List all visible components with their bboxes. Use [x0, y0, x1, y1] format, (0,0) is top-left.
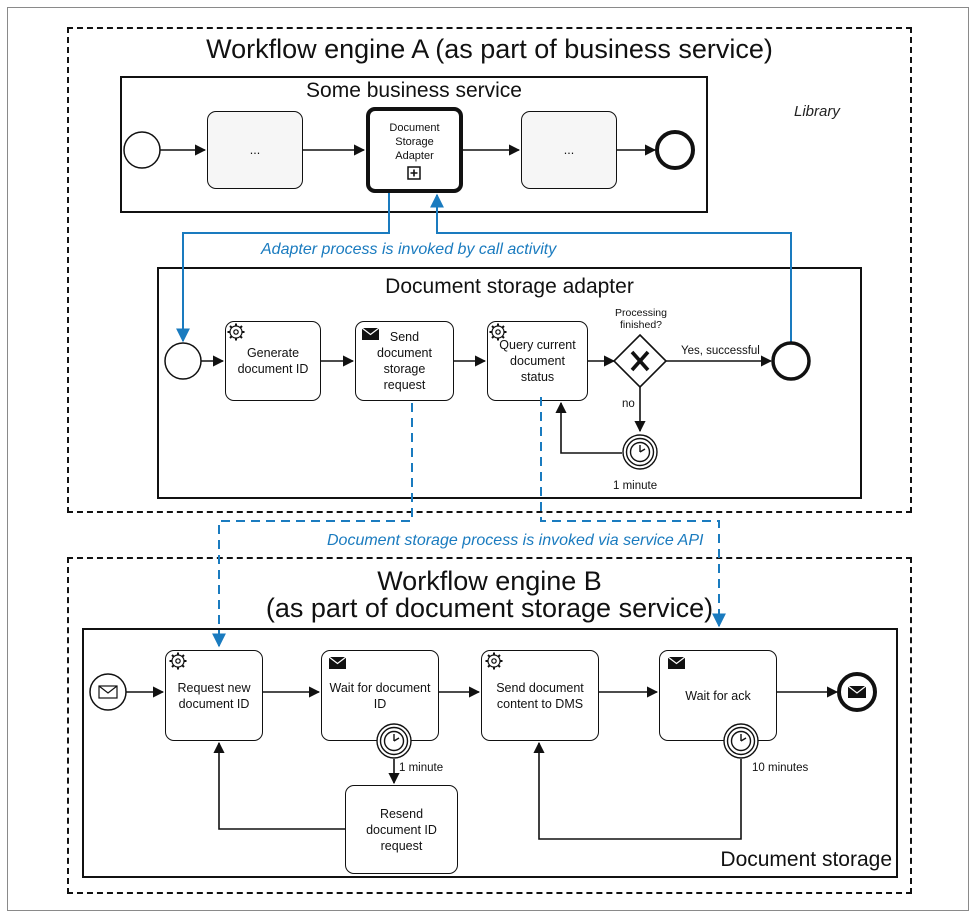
envelope-icon [361, 327, 380, 340]
envelope-icon [328, 656, 347, 669]
gear-icon [169, 652, 187, 670]
business-service-title: Some business service [306, 79, 522, 102]
message-end-event [837, 672, 877, 712]
gateway-label: Processing finished? [615, 307, 667, 331]
storage-timer-1-label: 1 minute [399, 762, 444, 774]
adapter-timer-label: 1 minute [613, 480, 658, 492]
gear-icon [227, 323, 245, 341]
adapter-flow [201, 355, 773, 454]
resend-document-id-request-task[interactable]: Resend document ID request [345, 785, 458, 874]
gear-icon [489, 323, 507, 341]
message-start-event [89, 673, 127, 711]
adapter-timer-clock-icon [622, 434, 658, 470]
workflow-engine-a-title: Workflow engine A (as part of business s… [206, 34, 773, 64]
no-label: no [622, 398, 635, 410]
envelope-icon [667, 656, 686, 669]
adapter-start-event [164, 342, 202, 380]
business-end-event [655, 130, 695, 170]
workflow-engine-a-zone [67, 27, 912, 513]
storage-timer-1-clock-icon [376, 723, 412, 759]
workflow-engine-b-title-line-1: Workflow engine B [377, 566, 602, 596]
document-storage-title: Document storage [720, 848, 892, 871]
service-api-note: Document storage process is invoked via … [325, 532, 706, 550]
request-new-document-id-task[interactable]: Request new document ID [165, 650, 263, 741]
workflow-engine-b-zone [67, 557, 912, 894]
call-activity-connectors [176, 193, 792, 343]
adapter-end-event [771, 341, 811, 381]
document-storage-adapter-task[interactable]: Document Storage Adapter [366, 107, 463, 193]
workflow-engine-b-title-line-2: (as part of document storage service) [265, 593, 714, 623]
outer-frame [7, 7, 969, 911]
call-activity-note: Adapter process is invoked by call activ… [259, 241, 559, 259]
business-task-3[interactable]: ... [521, 111, 617, 189]
library-label: Library [794, 103, 840, 120]
service-api-connectors [212, 397, 726, 648]
storage-timer-2-clock-icon [723, 723, 759, 759]
yes-successful-label: Yes, successful [681, 345, 760, 357]
gateway-x-icon [612, 333, 668, 389]
send-document-content-to-dms-task[interactable]: Send document content to DMS [481, 650, 599, 741]
storage-timer-2-label: 10 minutes [752, 762, 809, 774]
business-task-1[interactable]: ... [207, 111, 303, 189]
document-storage-adapter-title: Document storage adapter [385, 275, 634, 298]
subprocess-plus-icon [407, 166, 421, 180]
generate-document-id-task[interactable]: Generate document ID [225, 321, 321, 401]
business-start-event [123, 131, 161, 169]
gear-icon [485, 652, 503, 670]
storage-flow [126, 686, 839, 840]
